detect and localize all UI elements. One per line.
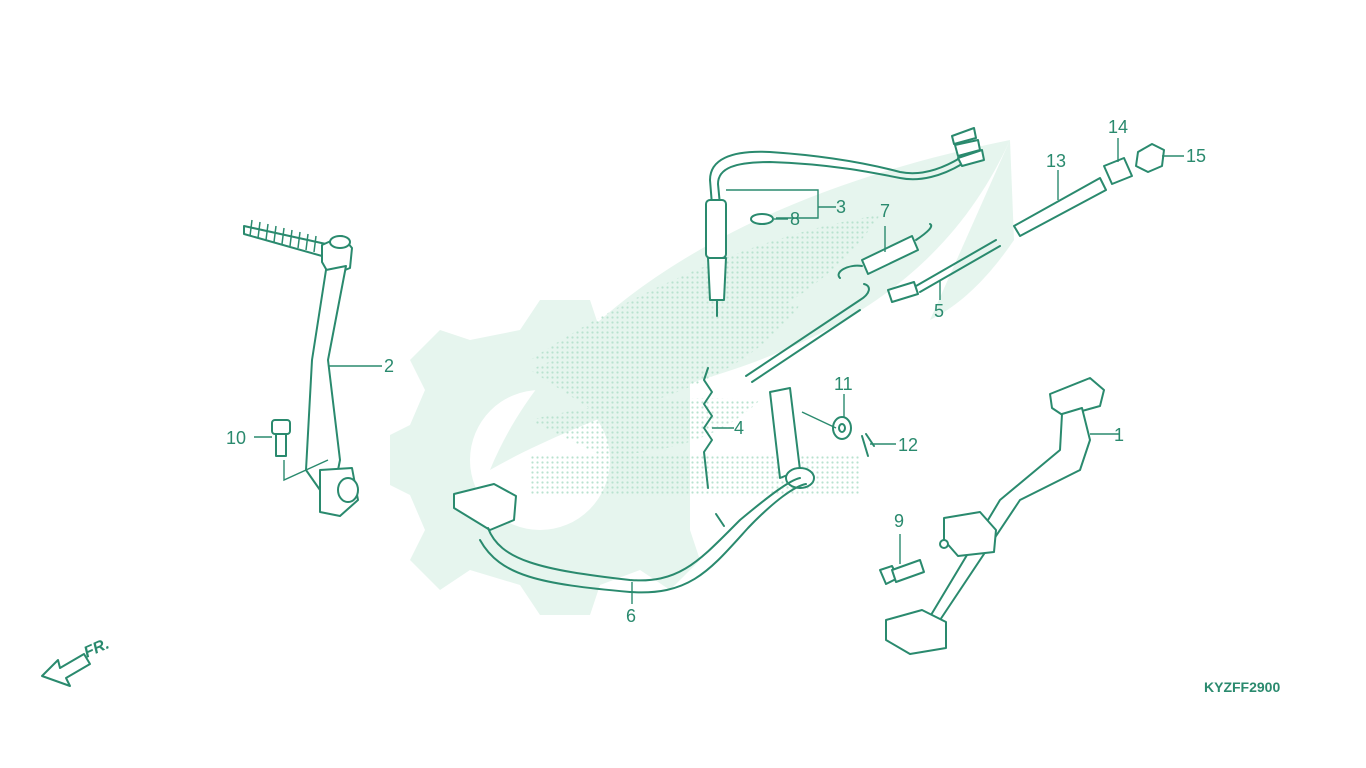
callout-15: 15 <box>1186 146 1207 166</box>
callout-13: 13 <box>1046 151 1067 171</box>
kick-starter-arm <box>243 219 359 517</box>
center-stand-6 <box>453 477 807 594</box>
front-direction-arrow-icon <box>41 653 91 687</box>
callout-3: 3 <box>836 197 847 217</box>
bolt-9 <box>879 539 949 585</box>
callout-8: 8 <box>790 209 801 229</box>
part-code: KYZFF2900 <box>1204 679 1281 695</box>
callout-4: 4 <box>734 418 745 438</box>
brake-rod-5 <box>887 239 1001 303</box>
washer-11 <box>832 416 852 440</box>
callout-12: 12 <box>898 435 919 455</box>
spring-13 <box>1013 177 1107 237</box>
callout-14: 14 <box>1108 117 1129 137</box>
cotter-pin-12 <box>861 433 875 457</box>
callout-11: 11 <box>834 374 853 394</box>
callout-7: 7 <box>880 201 891 221</box>
callout-1: 1 <box>1114 425 1125 445</box>
brake-pedal-1 <box>885 377 1105 655</box>
callout-9: 9 <box>894 511 905 531</box>
callout-2: 2 <box>384 356 395 376</box>
clip-8 <box>750 213 774 225</box>
spring-4 <box>703 367 713 489</box>
watermark-logo <box>390 140 1014 615</box>
leader-lines <box>254 138 1184 604</box>
nut-15 <box>1135 143 1165 173</box>
callout-5: 5 <box>934 301 945 321</box>
callout-6: 6 <box>626 606 637 626</box>
spring-7 <box>837 223 933 279</box>
callout-10: 10 <box>226 428 247 448</box>
bolt-10 <box>271 419 291 457</box>
brake-switch-cable <box>705 127 985 317</box>
